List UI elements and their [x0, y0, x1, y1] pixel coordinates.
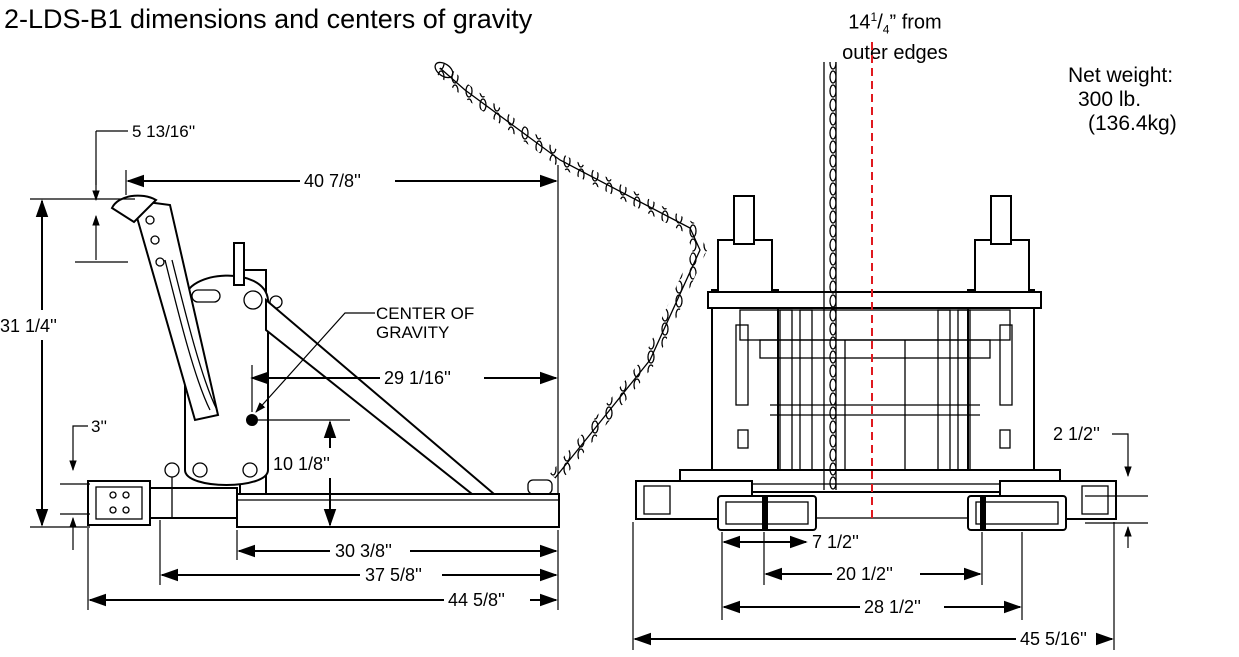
side-lever-arm: [130, 198, 220, 422]
side-fork-arm: [149, 487, 238, 519]
dim-top-offset: 5 13/16'': [132, 122, 195, 141]
cg-note-frac-den: 4: [882, 22, 890, 37]
dim-pocket-outer: 28 1/2'': [864, 597, 921, 617]
dim-overall-length: 44 5/8'': [448, 590, 505, 610]
front-top-crossbar: [707, 291, 1042, 309]
dim-mid-length: 37 5/8'': [365, 565, 422, 585]
dim-pocket-center: 20 1/2'': [836, 564, 893, 584]
net-weight-kg: (136.4kg): [1088, 112, 1177, 135]
front-view: 2 1/2'' 7 1/2'' 20 1/2'' 28 1/2'' 45 5/1…: [632, 42, 1148, 650]
diagram-title: 2-LDS-B1 dimensions and centers of gravi…: [4, 4, 533, 34]
net-weight-lb: 300 lb.: [1078, 88, 1142, 111]
cg-note-frac-num: 1: [870, 10, 878, 24]
dim-cg-height: 10 1/8'': [273, 454, 330, 474]
side-cg-marker: [246, 414, 258, 426]
dim-height: 31 1/4'': [0, 316, 57, 336]
side-rear-plate: [184, 274, 269, 486]
side-base-frame: [236, 493, 560, 528]
cg-label-line2: GRAVITY: [376, 323, 449, 342]
front-right-column: [967, 289, 1035, 471]
net-weight-label: Net weight:: [1068, 64, 1174, 87]
dim-overall-length-top: 40 7/8'': [304, 171, 361, 191]
cg-label-line1: CENTER OF: [376, 304, 474, 323]
side-diagonal-brace: [265, 297, 497, 495]
side-chain: [435, 63, 708, 483]
cg-note-value: 14: [848, 11, 871, 34]
front-chain: [824, 62, 836, 490]
front-right-fork-pocket: [967, 495, 1067, 531]
cg-note-suffix: ” from: [889, 11, 942, 34]
cg-note-line2: outer edges: [842, 41, 948, 64]
dim-small-height: 3'': [91, 417, 107, 436]
dim-overall-width: 45 5/16'': [1020, 629, 1087, 649]
side-fork-block: [87, 480, 151, 526]
front-right-bracket: [974, 239, 1030, 293]
center-of-gravity-note: 141/4” from outer edges: [820, 6, 970, 65]
dim-fork-height: 2 1/2'': [1053, 424, 1100, 444]
dim-base-length: 30 3/8'': [335, 541, 392, 561]
net-weight-block: Net weight: 300 lb. (136.4kg): [1068, 64, 1236, 136]
front-left-column: [711, 289, 779, 471]
side-lever-hook: [110, 194, 158, 224]
side-view: CENTER OF GRAVITY 5 13/16'' 40 7/8'' 31 …: [0, 61, 708, 610]
front-left-bracket: [717, 239, 773, 293]
dim-pocket-width: 7 1/2'': [812, 532, 859, 552]
side-top-pin: [233, 242, 245, 286]
dim-cg-horizontal: 29 1/16'': [384, 368, 451, 388]
